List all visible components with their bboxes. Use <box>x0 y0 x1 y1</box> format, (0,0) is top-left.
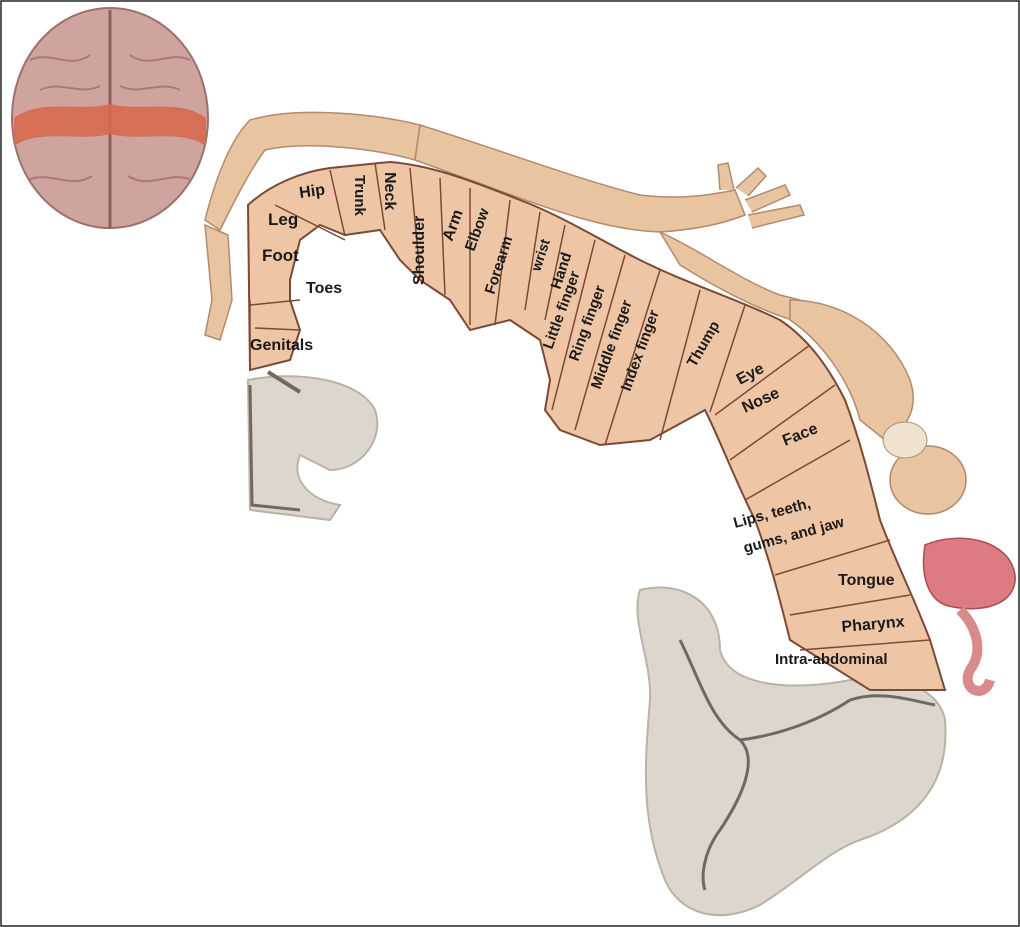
label-hip: Hip <box>298 182 326 202</box>
label-foot: Foot <box>262 246 299 265</box>
label-trunk: Trunk <box>351 175 368 216</box>
label-neck: Neck <box>381 172 398 210</box>
label-shoulder: Shoulder <box>411 216 428 285</box>
label-tongue: Tongue <box>838 572 895 589</box>
label-toes: Toes <box>306 280 342 297</box>
label-leg: Leg <box>268 210 298 229</box>
label-intra-abdominal: Intra-abdominal <box>775 651 888 668</box>
brain-icon <box>12 8 208 228</box>
label-genitals: Genitals <box>250 337 313 354</box>
